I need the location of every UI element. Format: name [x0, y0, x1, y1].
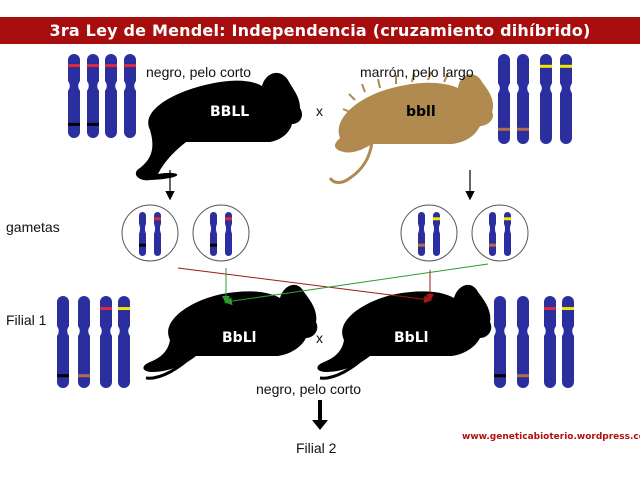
allele-band [105, 64, 117, 68]
arrow-to-filial2-head [312, 420, 328, 430]
gamete-chromosome [225, 212, 232, 256]
filial1-right-chromosomes [494, 296, 574, 388]
allele-band [494, 374, 506, 378]
filial1-right-genotype: BbLl [394, 330, 429, 346]
parent-left-genotype: BBLL [210, 104, 250, 120]
allele-band [118, 307, 130, 311]
gametes-label: gametas [6, 219, 60, 235]
parent-left-phenotype: negro, pelo corto [146, 64, 252, 80]
allele-band [540, 64, 552, 68]
chromosome [105, 54, 117, 138]
filial1-label: Filial 1 [6, 312, 47, 328]
allele-band [560, 64, 572, 68]
parent-left-chromosomes [68, 54, 136, 138]
black-mouse-f1-right [317, 284, 492, 380]
allele-band [87, 122, 99, 126]
chromosome [517, 54, 529, 144]
allele-band [489, 243, 496, 247]
parent-cross-symbol: x [316, 103, 323, 119]
chromosome [560, 54, 572, 144]
allele-band [418, 243, 425, 247]
chromosome [540, 54, 552, 144]
allele-band [517, 374, 529, 378]
allele-band [100, 307, 112, 311]
gamete-chromosome [489, 212, 496, 256]
allele-band [57, 374, 69, 378]
allele-band [210, 243, 217, 247]
chromosome [68, 54, 80, 138]
black-mouse-parent [135, 72, 303, 181]
diagram-title: 3ra Ley de Mendel: Independencia (cruzam… [49, 21, 591, 40]
arrow-red-cross-a [177, 267, 432, 304]
gamete-cell [400, 204, 458, 262]
arrow-green-cross-a [224, 263, 489, 306]
parent-right-phenotype: marrón, pelo largo [360, 64, 474, 80]
gamete-chromosome [418, 212, 425, 256]
chromosome [87, 54, 99, 138]
gametes-group [121, 204, 529, 262]
chromosome [544, 296, 556, 388]
chromosome [100, 296, 112, 388]
filial1-cross-symbol: x [316, 330, 323, 346]
gamete-chromosome [154, 212, 161, 256]
chromosome [494, 296, 506, 388]
allele-band [124, 64, 136, 68]
gamete-cell [121, 204, 179, 262]
allele-band [562, 307, 574, 311]
allele-band [78, 374, 90, 378]
chromosome [57, 296, 69, 388]
allele-band [68, 122, 80, 126]
allele-band [225, 217, 232, 221]
gamete-chromosome [210, 212, 217, 256]
allele-band [433, 217, 440, 221]
gamete-chromosome [433, 212, 440, 256]
allele-band [504, 217, 511, 221]
parent-right-chromosomes [498, 54, 572, 144]
gamete-chromosome [504, 212, 511, 256]
gamete-cell [471, 204, 529, 262]
allele-band [87, 64, 99, 68]
allele-band [498, 127, 510, 131]
allele-band [68, 64, 80, 68]
chromosome [562, 296, 574, 388]
title-bar: 3ra Ley de Mendel: Independencia (cruzam… [0, 17, 640, 44]
chromosome [118, 296, 130, 388]
parent-right-genotype: bbll [406, 104, 436, 120]
chromosome [498, 54, 510, 144]
allele-band [544, 307, 556, 311]
gamete-chromosome [139, 212, 146, 256]
allele-band [139, 243, 146, 247]
chromosome [517, 296, 529, 388]
filial1-left-chromosomes [57, 296, 130, 388]
chromosome [78, 296, 90, 388]
brown-mouse-parent [328, 71, 494, 184]
filial1-phenotype: negro, pelo corto [256, 381, 362, 397]
filial2-label: Filial 2 [296, 440, 337, 456]
allele-band [154, 217, 161, 221]
website-watermark: www.geneticabioterio.wordpress.com [462, 432, 640, 442]
filial1-left-genotype: BbLl [222, 330, 257, 346]
black-mouse-f1-left [143, 284, 318, 380]
chromosome [124, 54, 136, 138]
allele-band [517, 127, 529, 131]
gamete-cell [192, 204, 250, 262]
